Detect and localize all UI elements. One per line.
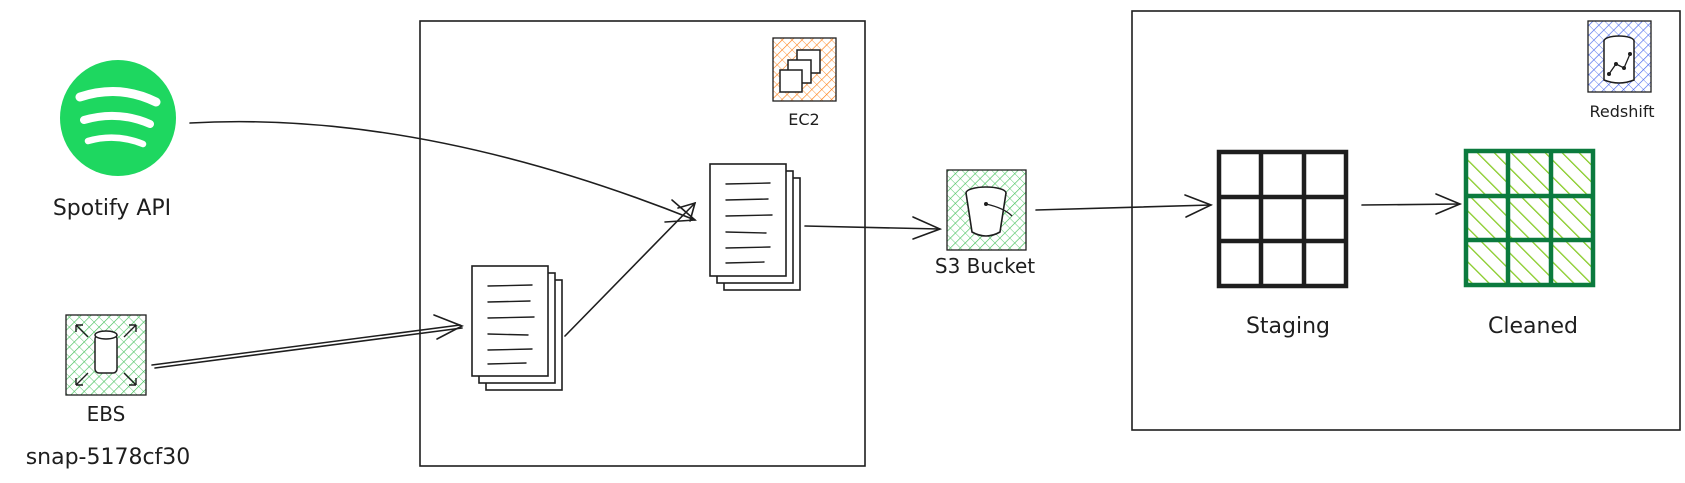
ebs-snapshot-id: snap-5178cf30 xyxy=(26,445,191,470)
arrow-ebs-to-input-docs xyxy=(151,314,464,369)
spotify-logo-icon xyxy=(60,60,176,176)
ec2-label: EC2 xyxy=(788,110,819,129)
ec2-input-docs-icon xyxy=(471,265,563,391)
arrow-output-docs-to-s3 xyxy=(804,216,943,240)
arrow-staging-to-cleaned xyxy=(1361,193,1463,215)
cleaned-label: Cleaned xyxy=(1488,314,1578,339)
s3-bucket-label: S3 Bucket xyxy=(935,254,1035,278)
s3-bucket-icon xyxy=(946,169,1027,251)
ec2-output-docs-icon xyxy=(709,163,801,291)
staging-table-icon xyxy=(1216,149,1349,289)
arrow-spotify-to-ec2-docs xyxy=(189,120,697,223)
arrow-s3-to-staging xyxy=(1035,194,1214,218)
spotify-api-label: Spotify API xyxy=(53,196,171,221)
ec2-group-box xyxy=(419,20,866,467)
ec2-instance-icon xyxy=(772,37,837,102)
ebs-label: EBS xyxy=(87,402,126,426)
staging-label: Staging xyxy=(1246,314,1330,339)
redshift-group-box xyxy=(1131,10,1681,431)
redshift-cluster-icon xyxy=(1587,20,1652,93)
redshift-label: Redshift xyxy=(1590,102,1655,121)
ebs-volume-icon xyxy=(65,314,147,396)
arrow-input-docs-to-output-docs xyxy=(564,201,697,337)
cleaned-table-icon xyxy=(1463,148,1596,288)
